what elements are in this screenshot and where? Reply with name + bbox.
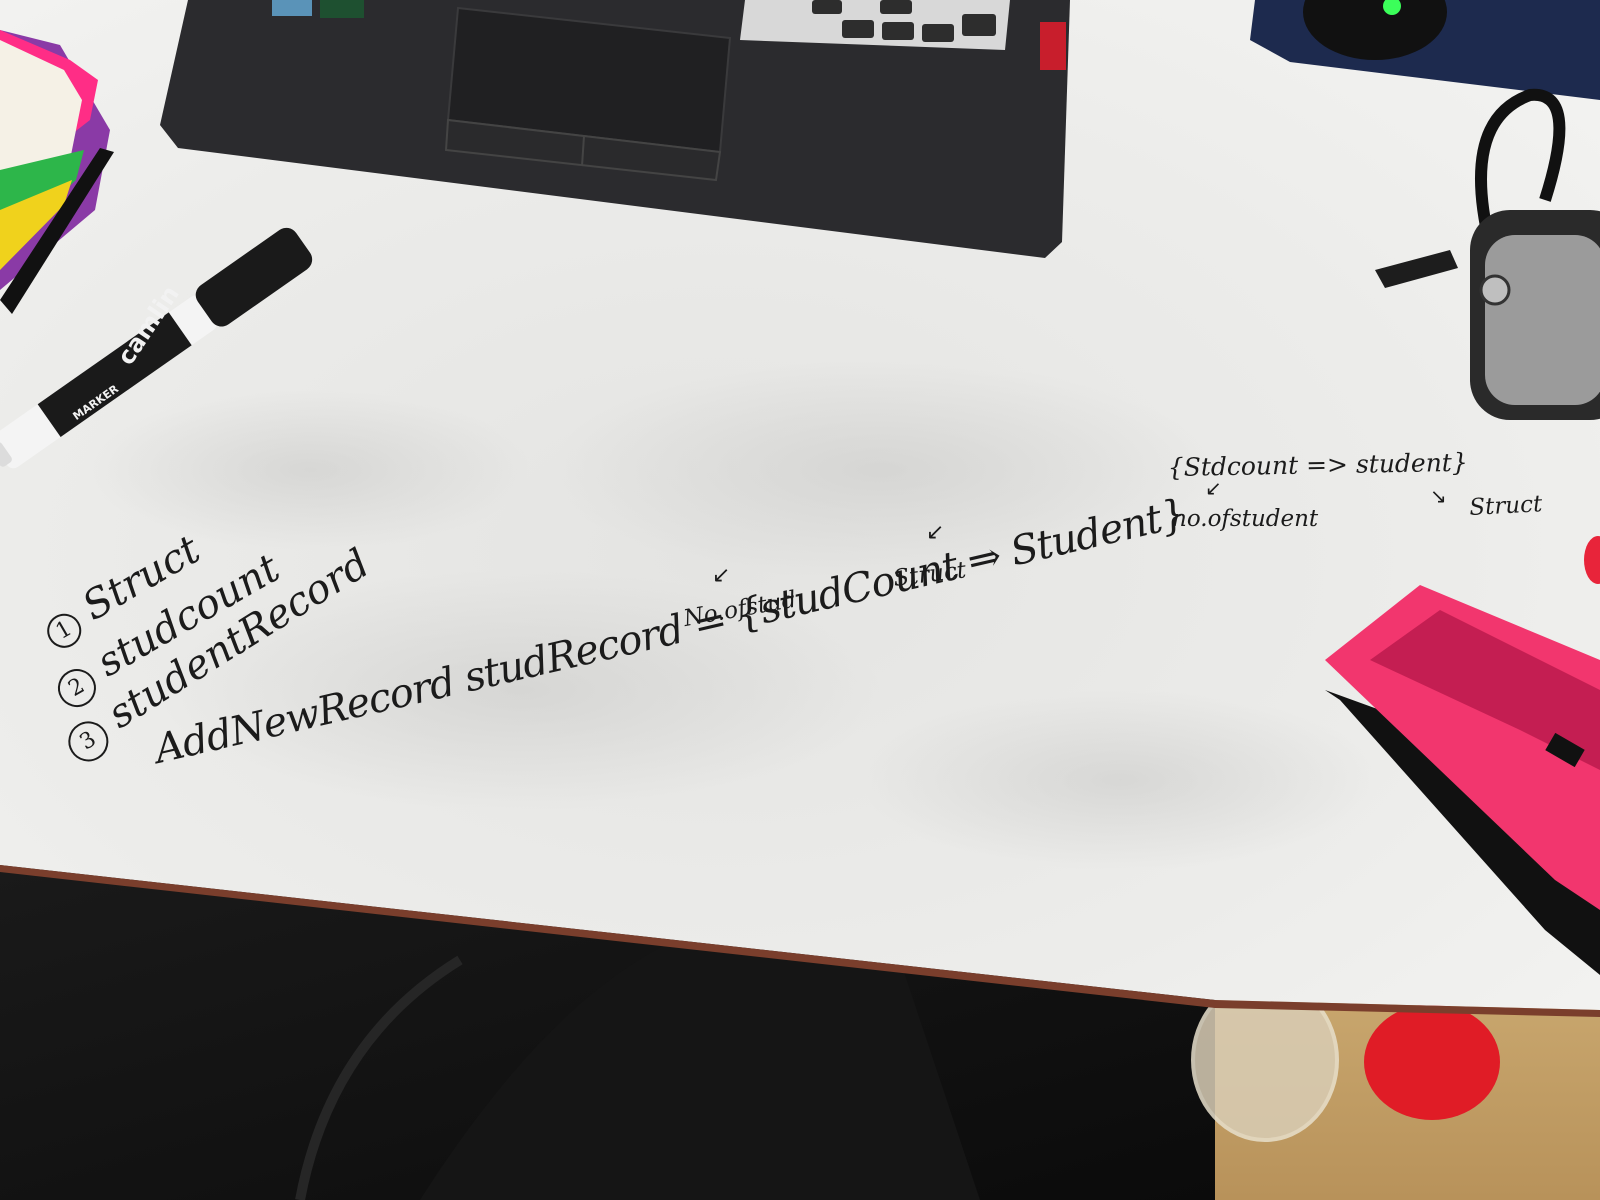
duster-grip (1370, 610, 1600, 770)
laptop-key (922, 24, 954, 42)
marker-label (37, 312, 192, 437)
speaker-strap (1475, 88, 1566, 247)
annotation-arrow-icon: ↘ (1430, 484, 1447, 508)
duster-felt (1325, 690, 1600, 975)
duster-slot (1545, 732, 1585, 768)
laptop-accent (1040, 22, 1066, 70)
smudge (160, 570, 880, 810)
red-cap (1364, 1004, 1500, 1120)
mouse (1303, 0, 1447, 60)
mouse-led (1383, 0, 1401, 15)
annotation-arrow-icon: ↙ (712, 563, 731, 588)
book (0, 180, 72, 270)
laptop-key (842, 20, 874, 38)
pen (0, 148, 114, 314)
speaker-panel (1485, 235, 1600, 405)
laptop-sticker (272, 0, 312, 16)
laptop-key (882, 22, 914, 40)
laptop-key (880, 0, 912, 14)
right-note-1: no.ofstudent (1172, 506, 1319, 532)
laptop-touchpad-divider (581, 135, 585, 167)
laptop-key (962, 14, 996, 36)
shirt-fold-highlight (295, 955, 463, 1200)
annotation-arrow-icon: ↙ (1205, 476, 1222, 500)
smudge (90, 390, 530, 550)
marker-tip (0, 442, 12, 467)
red-object (1584, 536, 1600, 584)
shirt-fold (420, 920, 980, 1200)
smudge (550, 360, 1210, 580)
laptop-key (812, 0, 842, 14)
laptop-sticker (320, 0, 364, 18)
annotation-arrow-icon: ↙ (926, 520, 945, 545)
right-note-2: Struct (1468, 491, 1543, 521)
smudge (860, 690, 1380, 870)
speaker-button (1479, 274, 1511, 306)
marker-cap (195, 227, 313, 327)
marker-pen (0, 227, 313, 469)
speaker-strap-end (1375, 250, 1458, 288)
